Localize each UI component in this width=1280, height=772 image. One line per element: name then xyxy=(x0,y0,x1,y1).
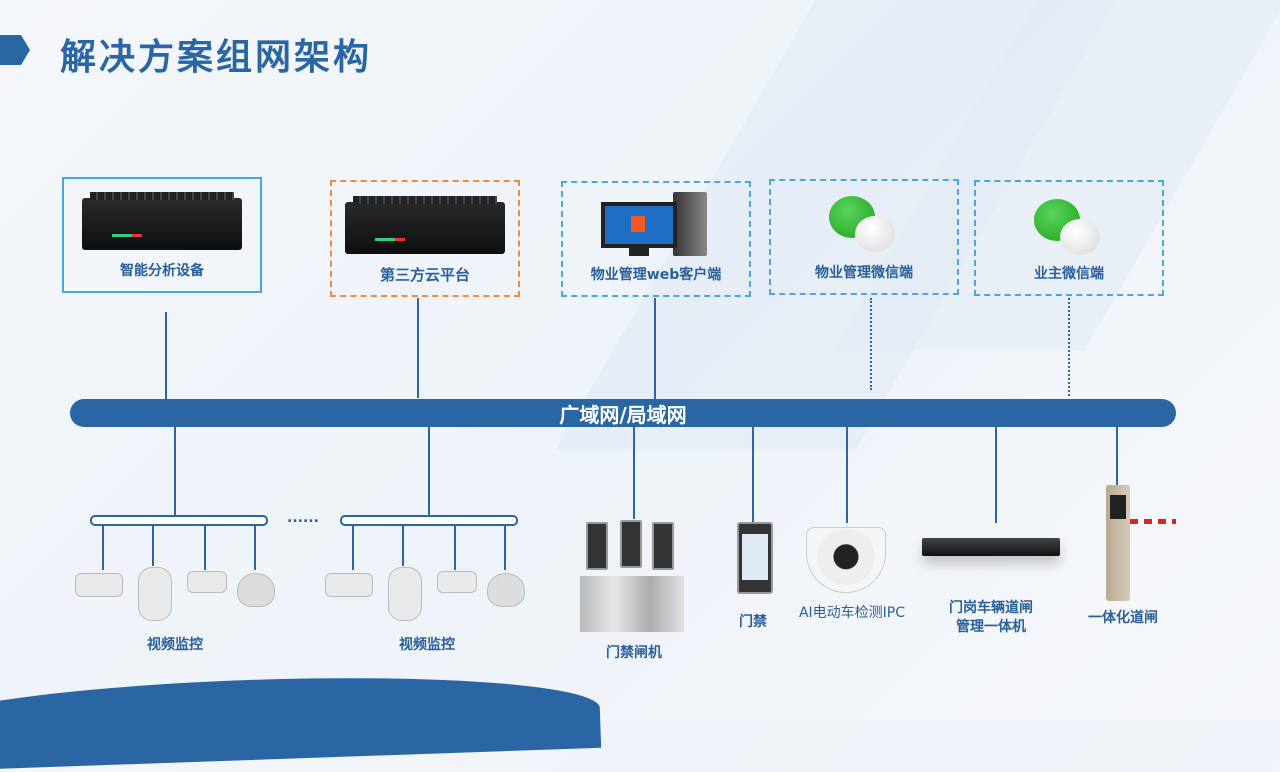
title-arrow-icon xyxy=(0,35,30,65)
nvr-device-icon xyxy=(922,538,1060,556)
node-third-party-cloud: 第三方云平台 xyxy=(330,180,520,297)
dome-camera-icon xyxy=(806,527,886,593)
node-label-line1: 门岗车辆道闸 xyxy=(949,600,1033,616)
connector-line xyxy=(254,526,256,570)
node-label: 物业管理微信端 xyxy=(815,265,913,281)
camera-group-icon xyxy=(325,565,535,625)
camera-group-icon xyxy=(75,565,285,625)
server-box-icon xyxy=(82,192,242,250)
node-smart-analysis-device: 智能分析设备 xyxy=(62,177,262,293)
node-label: 物业管理web客户端 xyxy=(590,267,722,283)
connector-line xyxy=(165,312,167,400)
node-property-wechat: 物业管理微信端 xyxy=(769,179,959,295)
desktop-computer-icon xyxy=(601,192,711,258)
connector-line xyxy=(504,526,506,570)
connector-line xyxy=(417,298,419,398)
node-label: 门禁 xyxy=(739,614,767,630)
connector-line xyxy=(654,298,656,399)
node-label: 视频监控 xyxy=(147,637,203,653)
node-label: 智能分析设备 xyxy=(120,263,204,279)
connector-line xyxy=(995,427,997,523)
ellipsis: ...... xyxy=(287,510,319,526)
wechat-icon xyxy=(1034,199,1104,259)
connector-line xyxy=(352,526,354,570)
node-label: AI电动车检测IPC xyxy=(798,605,906,621)
server-box-icon xyxy=(345,196,505,254)
sub-bus xyxy=(340,515,518,526)
node-web-client: 物业管理web客户端 xyxy=(561,181,751,297)
sub-bus xyxy=(90,515,268,526)
dotted-connector-line xyxy=(1068,298,1070,396)
turnstile-gate-icon xyxy=(578,518,690,636)
page-title: 解决方案组网架构 xyxy=(60,37,373,78)
connector-line xyxy=(174,427,176,516)
dotted-connector-line xyxy=(870,298,872,390)
node-label: 第三方云平台 xyxy=(379,266,470,284)
connector-line xyxy=(846,427,848,523)
connector-line xyxy=(102,526,104,570)
connector-line xyxy=(752,427,754,522)
access-control-panel-icon xyxy=(737,522,773,594)
connector-line xyxy=(402,526,404,566)
connector-line xyxy=(152,526,154,566)
node-label-line2: 管理一体机 xyxy=(956,619,1026,635)
connector-line xyxy=(204,526,206,570)
node-label: 门禁闸机 xyxy=(606,645,662,661)
connector-line xyxy=(1116,427,1118,487)
connector-line xyxy=(633,427,635,519)
node-label: 一体化道闸 xyxy=(1088,610,1158,626)
node-label: 视频监控 xyxy=(399,637,455,653)
network-bus: 广域网/局域网 xyxy=(70,399,1176,427)
connector-line xyxy=(428,427,430,516)
wechat-icon xyxy=(829,196,899,256)
node-label: 业主微信端 xyxy=(1034,266,1104,282)
connector-line xyxy=(454,526,456,570)
barrier-gate-icon xyxy=(1104,485,1178,601)
node-owner-wechat: 业主微信端 xyxy=(974,180,1164,296)
